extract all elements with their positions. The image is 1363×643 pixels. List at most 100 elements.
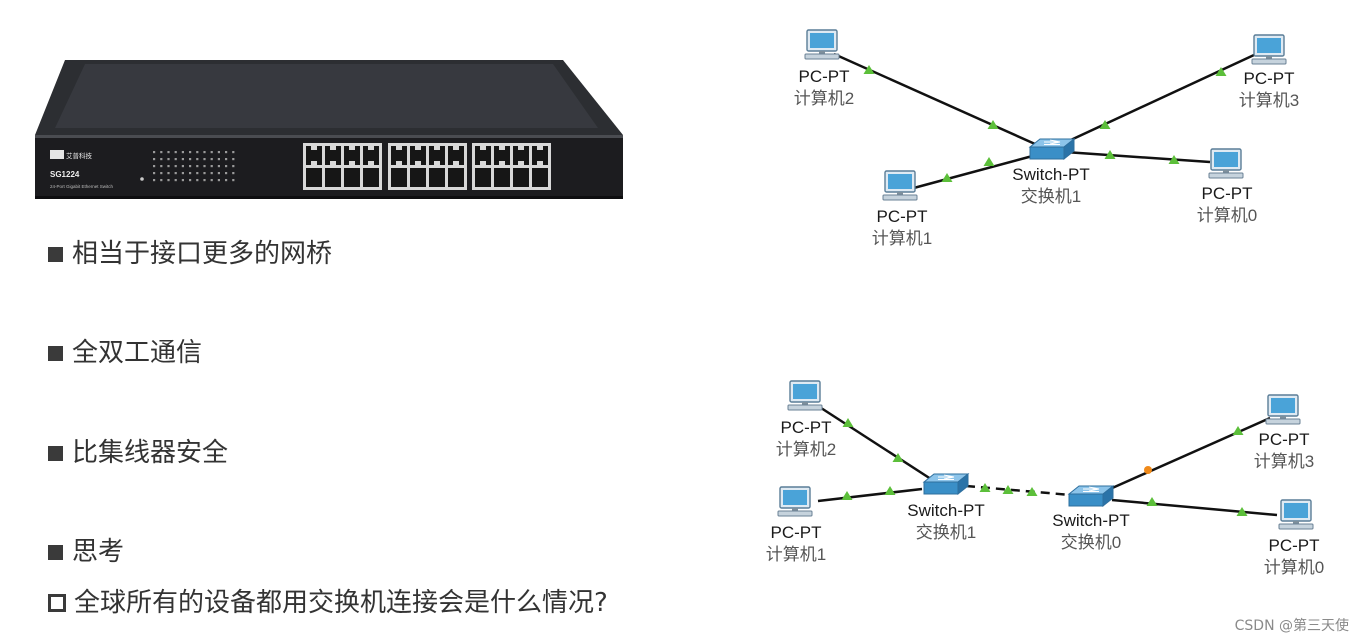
status-led: [189, 172, 192, 175]
ethernet-port: [391, 168, 407, 187]
pc-icon: [1208, 148, 1244, 179]
bullet-item: 全双工通信: [48, 338, 202, 368]
switch-model-label: SG1224: [50, 170, 80, 179]
ethernet-port: [513, 146, 529, 165]
status-led: [217, 165, 220, 168]
status-led: [167, 158, 170, 161]
ethernet-port: [429, 146, 445, 165]
status-led: [196, 172, 199, 175]
status-led: [217, 158, 220, 161]
status-led: [181, 179, 184, 182]
bullet-square-icon: [48, 246, 63, 262]
status-led: [160, 172, 163, 175]
status-led: [160, 179, 163, 182]
status-led: [167, 172, 170, 175]
status-led: [167, 151, 170, 154]
status-led: [196, 151, 199, 154]
pc1-type-label: PC-PT: [877, 207, 928, 226]
pc2-type-label: PC-PT: [799, 67, 850, 86]
switch-icon: [1068, 485, 1114, 507]
ethernet-port: [325, 168, 341, 187]
pc3-type-label: PC-PT: [1244, 69, 1295, 88]
status-led: [232, 158, 235, 161]
switch-device-photo: 艾普科技 SG1224 24-Port Gigabit Ethernet Swi…: [35, 60, 623, 199]
status-led: [203, 172, 206, 175]
status-led: [225, 165, 228, 168]
bullet-text: 思考: [72, 537, 125, 567]
status-led: [196, 179, 199, 182]
watermark: CSDN @第三天使: [1234, 618, 1349, 634]
status-led: [174, 179, 177, 182]
pc3-name-label: 计算机3: [1254, 452, 1314, 471]
pc-icon: [804, 29, 840, 60]
status-led: [153, 172, 156, 175]
ethernet-port: [475, 168, 491, 187]
status-led: [210, 151, 213, 154]
status-led: [153, 151, 156, 154]
switch1-name-label: 交换机1: [1021, 187, 1081, 206]
status-led: [203, 158, 206, 161]
bullet-text: 比集线器安全: [72, 438, 229, 468]
status-led: [225, 158, 228, 161]
ethernet-port: [363, 168, 379, 187]
status-led-grid: [153, 151, 235, 182]
switch-brand-label: 艾普科技: [66, 151, 93, 160]
status-led: [203, 179, 206, 182]
pc-icon: [1278, 499, 1314, 530]
bullet-item: 比集线器安全: [48, 438, 228, 468]
bullet-item: 全球所有的设备都用交换机连接会是什么情况?: [48, 588, 608, 618]
status-led: [210, 172, 213, 175]
bullet-square-icon: [48, 445, 63, 461]
status-led: [189, 165, 192, 168]
status-led: [181, 165, 184, 168]
ethernet-port: [448, 168, 464, 187]
status-led: [181, 172, 184, 175]
status-led: [217, 172, 220, 175]
status-led: [189, 158, 192, 161]
status-led: [225, 172, 228, 175]
switch1-name-label: 交换机1: [916, 523, 976, 542]
switch-icon: [1029, 138, 1075, 160]
status-led: [189, 179, 192, 182]
ethernet-port: [448, 146, 464, 165]
status-led: [203, 151, 206, 154]
pc-icon: [1251, 34, 1287, 65]
ethernet-port: [306, 146, 322, 165]
bullet-item: 思考: [48, 537, 124, 567]
bullet-square-icon: [48, 345, 63, 361]
bullet-square-icon: [48, 544, 63, 560]
pc-icon: [882, 170, 918, 201]
switch1-type-label: Switch-PT: [907, 501, 984, 520]
status-led: [210, 158, 213, 161]
status-led: [174, 172, 177, 175]
pc-icon: [1265, 394, 1301, 425]
pc3-name-label: 计算机3: [1239, 91, 1299, 110]
ethernet-port: [410, 146, 426, 165]
ethernet-port: [532, 168, 548, 187]
status-led: [181, 151, 184, 154]
status-led: [232, 151, 235, 154]
status-led: [167, 165, 170, 168]
status-led: [181, 158, 184, 161]
switch0-name-label: 交换机0: [1061, 533, 1121, 552]
pc2-name-label: 计算机2: [794, 89, 854, 108]
status-led: [196, 165, 199, 168]
bullet-text: 全双工通信: [72, 338, 203, 368]
status-led: [189, 151, 192, 154]
switch1-type-label: Switch-PT: [1012, 165, 1089, 184]
pc3-type-label: PC-PT: [1259, 430, 1310, 449]
status-led: [174, 165, 177, 168]
status-led: [232, 172, 235, 175]
status-led: [210, 165, 213, 168]
ethernet-port: [494, 168, 510, 187]
pc0-type-label: PC-PT: [1269, 536, 1320, 555]
switch0-type-label: Switch-PT: [1052, 511, 1129, 530]
bullet-text: 全球所有的设备都用交换机连接会是什么情况?: [74, 588, 608, 618]
status-led: [174, 151, 177, 154]
status-led: [232, 165, 235, 168]
status-led: [225, 179, 228, 182]
ethernet-port: [429, 168, 445, 187]
status-led: [174, 158, 177, 161]
pc1-name-label: 计算机1: [766, 545, 826, 564]
